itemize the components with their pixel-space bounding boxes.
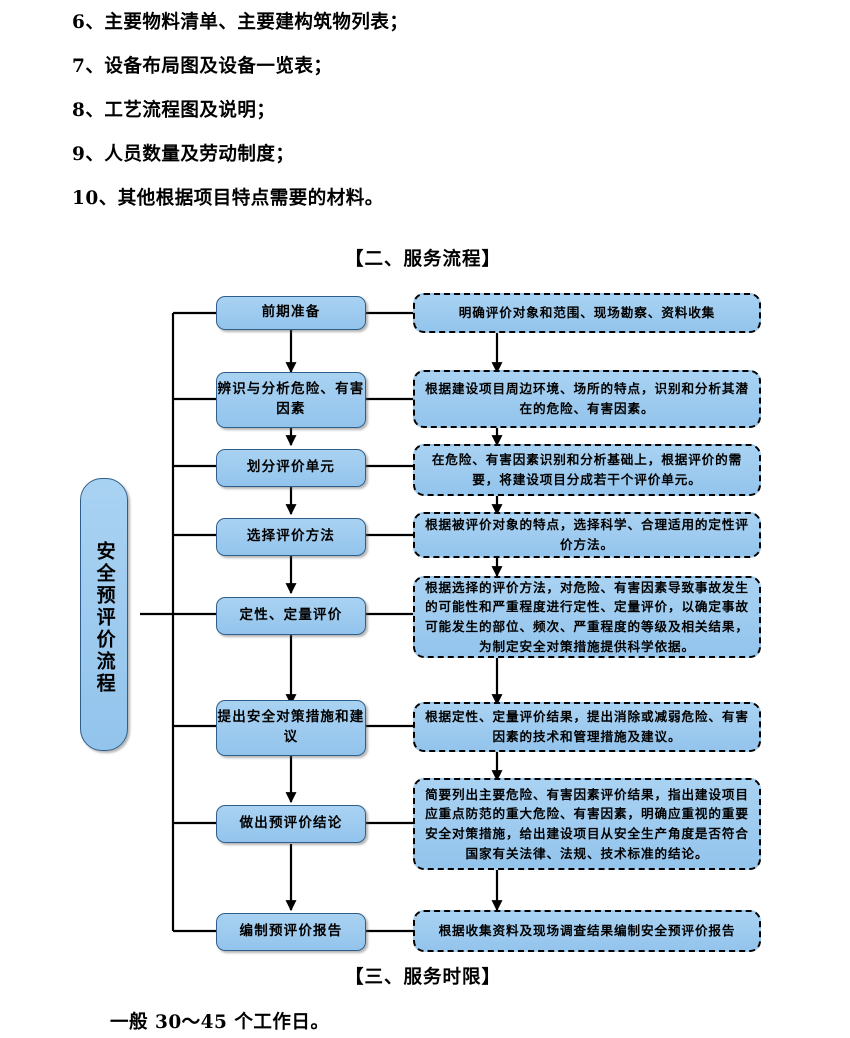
flow-stage-countermeasures[interactable]: 提出安全对策措施和建议 — [216, 700, 366, 756]
flow-desc-hazard-identification: 根据建设项目周边环境、场所的特点，识别和分析其潜在的危险、有害因素。 — [413, 370, 761, 428]
flow-stage-report[interactable]: 编制预评价报告 — [216, 913, 366, 951]
flow-desc-conclusion: 简要列出主要危险、有害因素评价结果，指出建设项目应重点防范的重大危险、有害因素，… — [413, 778, 761, 870]
flow-desc-text: 根据收集资料及现场调查结果编制安全预评价报告 — [438, 923, 736, 939]
flow-desc-text: 在危险、有害因素识别和分析基础上，根据评价的需要，将建设项目分成若干个评价单元。 — [431, 452, 743, 487]
list-item: 6、主要物料清单、主要建构筑物列表； — [72, 12, 409, 33]
list-item: 9、人员数量及劳动制度； — [72, 144, 295, 165]
flow-desc-evaluation-units: 在危险、有害因素识别和分析基础上，根据评价的需要，将建设项目分成若干个评价单元。 — [413, 444, 761, 496]
flow-desc-text: 简要列出主要危险、有害因素评价结果，指出建设项目应重点防范的重大危险、有害因素，… — [425, 786, 749, 861]
flow-stage-conclusion[interactable]: 做出预评价结论 — [216, 805, 366, 843]
flow-stage-preparation[interactable]: 前期准备 — [216, 296, 366, 330]
flow-desc-text: 根据选择的评价方法，对危险、有害因素导致事故发生的可能性和严重程度进行定性、定量… — [425, 579, 749, 654]
flow-title-capsule: 安全预评价流程 — [80, 478, 128, 751]
flow-desc-countermeasures: 根据定性、定量评价结果，提出消除或减弱危险、有害因素的技术和管理措施及建议。 — [413, 702, 761, 752]
flow-stage-evaluation-units[interactable]: 划分评价单元 — [216, 449, 366, 487]
flow-stage-hazard-identification[interactable]: 辨识与分析危险、有害因素 — [216, 372, 366, 428]
flow-desc-text: 根据被评价对象的特点，选择科学、合理适用的定性评价方法。 — [425, 517, 749, 552]
flow-stage-qualitative-quantitative[interactable]: 定性、定量评价 — [216, 597, 366, 635]
flow-desc-text: 明确评价对象和范围、现场勘察、资料收集 — [458, 305, 716, 321]
flow-stage-select-method[interactable]: 选择评价方法 — [216, 518, 366, 556]
flow-desc-text: 根据定性、定量评价结果，提出消除或减弱危险、有害因素的技术和管理措施及建议。 — [425, 709, 749, 744]
safety-pre-assessment-flowchart: 安全预评价流程 前期准备 辨识与分析危险、有害因素 划分评价单元 选择评价方法 … — [0, 280, 850, 952]
flow-desc-text: 根据建设项目周边环境、场所的特点，识别和分析其潜在的危险、有害因素。 — [425, 381, 749, 416]
list-item: 10、其他根据项目特点需要的材料。 — [72, 188, 384, 209]
flow-desc-preparation: 明确评价对象和范围、现场勘察、资料收集 — [413, 293, 761, 333]
requirements-list: 6、主要物料清单、主要建构筑物列表； 7、设备布局图及设备一览表； 8、工艺流程… — [72, 12, 772, 234]
flow-desc-report: 根据收集资料及现场调查结果编制安全预评价报告 — [413, 910, 761, 952]
service-duration-text: 一般 30～45 个工作日。 — [110, 1012, 330, 1033]
flow-desc-select-method: 根据被评价对象的特点，选择科学、合理适用的定性评价方法。 — [413, 512, 761, 558]
flowchart-connectors — [140, 311, 503, 933]
flow-desc-qualitative-quantitative: 根据选择的评价方法，对危险、有害因素导致事故发生的可能性和严重程度进行定性、定量… — [413, 576, 761, 658]
section-heading-service-process: 【二、服务流程】 — [345, 249, 502, 270]
list-item: 7、设备布局图及设备一览表； — [72, 56, 333, 77]
section-heading-service-duration: 【三、服务时限】 — [345, 967, 502, 988]
list-item: 8、工艺流程图及说明； — [72, 100, 276, 121]
